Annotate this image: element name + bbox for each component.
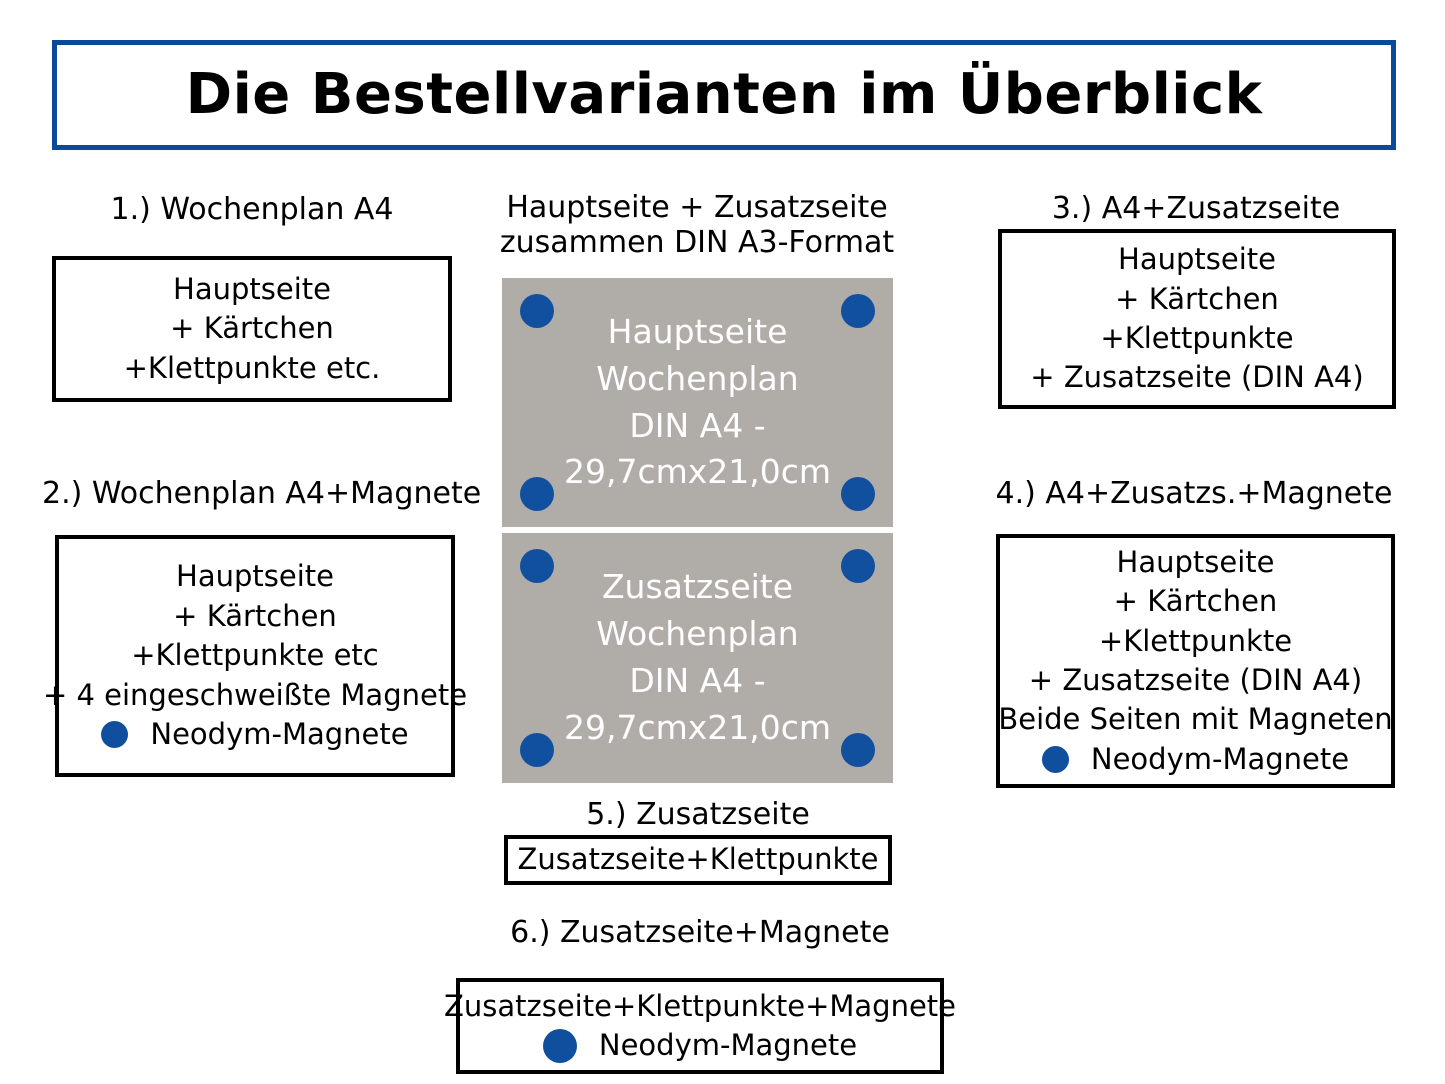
- option-5-box: Zusatzseite+Klettpunkte: [504, 835, 892, 885]
- option-2-line: Hauptseite: [176, 559, 334, 594]
- panel-line: 29,7cmx21,0cm: [563, 707, 832, 747]
- neodym-magnet-dot-icon: [101, 721, 129, 749]
- page-panel-zusatzseite: Zusatzseite Wochenplan DIN A4 - 29,7cmx2…: [502, 533, 893, 783]
- option-1-line: +Klettpunkte etc.: [123, 350, 381, 385]
- option-4-legend-label: Neodym-Magnete: [1090, 741, 1350, 776]
- option-6-legend-label: Neodym-Magnete: [598, 1028, 858, 1062]
- panel-line: DIN A4 -: [629, 661, 766, 700]
- neodym-magnet-dot-icon: [841, 477, 875, 511]
- option-6-legend: Neodym-Magnete: [542, 1026, 858, 1065]
- option-4-box: Hauptseite + Kärtchen +Klettpunkte + Zus…: [996, 534, 1395, 788]
- panel-line: Wochenplan: [596, 614, 799, 654]
- panel-line: Zusatzseite: [601, 567, 794, 607]
- option-2-legend: Neodym-Magnete: [101, 715, 409, 754]
- option-1-heading: 1.) Wochenplan A4: [110, 192, 394, 227]
- option-4-legend: Neodym-Magnete: [1041, 740, 1350, 779]
- option-3-line: + Kärtchen: [1115, 281, 1279, 316]
- option-2-legend-label: Neodym-Magnete: [150, 717, 409, 752]
- option-2-heading: 2.) Wochenplan A4+Magnete: [42, 476, 482, 511]
- option-4-line: + Zusatzseite (DIN A4): [1028, 663, 1363, 697]
- option-6-heading: 6.) Zusatzseite+Magnete: [510, 915, 890, 950]
- neodym-magnet-dot-icon: [520, 549, 554, 583]
- center-heading-line-2: zusammen DIN A3-Format: [499, 225, 895, 261]
- page-title: Die Bestellvarianten im Überblick: [185, 62, 1263, 127]
- option-2-box: Hauptseite + Kärtchen +Klettpunkte etc +…: [43, 535, 467, 777]
- panel-line: Hauptseite: [607, 311, 788, 351]
- option-4-line: +Klettpunkte: [1098, 623, 1293, 658]
- option-3-line: +Klettpunkte: [1100, 321, 1294, 355]
- option-4-line: Hauptseite: [1116, 544, 1275, 579]
- option-4-line: Beide Seiten mit Magneten: [998, 702, 1393, 737]
- neodym-magnet-dot-icon: [1041, 746, 1069, 774]
- panel-line: DIN A4 -: [629, 405, 766, 445]
- page-panel-hauptseite: Hauptseite Wochenplan DIN A4 - 29,7cmx21…: [502, 278, 893, 527]
- option-5-heading: 5.) Zusatzseite: [586, 797, 810, 832]
- panel-line: 29,7cmx21,0cm: [563, 452, 832, 492]
- neodym-magnet-dot-icon: [841, 549, 875, 583]
- option-5-line: Zusatzseite+Klettpunkte: [517, 842, 879, 877]
- option-1-box: Hauptseite + Kärtchen +Klettpunkte etc.: [52, 256, 452, 402]
- neodym-magnet-dot-icon: [520, 294, 554, 328]
- option-6-line: Zusatzseite+Klettpunkte+Magnete: [444, 988, 957, 1023]
- option-3-line: + Zusatzseite (DIN A4): [1030, 360, 1364, 395]
- option-2-line: + 4 eingeschweißte Magnete: [42, 677, 468, 712]
- option-2-line: +Klettpunkte etc: [131, 638, 379, 673]
- option-1-line: + Kärtchen: [170, 311, 334, 346]
- option-2-line: + Kärtchen: [173, 598, 337, 633]
- center-heading: Hauptseite + Zusatzseite zusammen DIN A3…: [492, 190, 902, 261]
- title-banner: Die Bestellvarianten im Überblick: [52, 40, 1396, 150]
- panel-line: Wochenplan: [596, 358, 799, 398]
- neodym-magnet-dot-icon: [841, 733, 875, 767]
- neodym-magnet-dot-icon: [520, 733, 554, 767]
- option-1-line: Hauptseite: [173, 271, 331, 306]
- neodym-magnet-dot-icon: [841, 294, 875, 328]
- center-heading-line-1: Hauptseite + Zusatzseite: [506, 190, 888, 225]
- neodym-magnet-dot-icon: [542, 1028, 577, 1063]
- option-6-box: Zusatzseite+Klettpunkte+Magnete Neodym-M…: [444, 978, 956, 1074]
- option-4-heading: 4.) A4+Zusatzs.+Magnete: [995, 476, 1393, 511]
- option-4-line: + Kärtchen: [1113, 584, 1278, 619]
- option-3-line: Hauptseite: [1118, 242, 1276, 277]
- option-3-box: Hauptseite + Kärtchen +Klettpunkte + Zus…: [998, 229, 1396, 409]
- option-3-heading: 3.) A4+Zusatzseite: [1051, 191, 1341, 226]
- neodym-magnet-dot-icon: [520, 477, 554, 511]
